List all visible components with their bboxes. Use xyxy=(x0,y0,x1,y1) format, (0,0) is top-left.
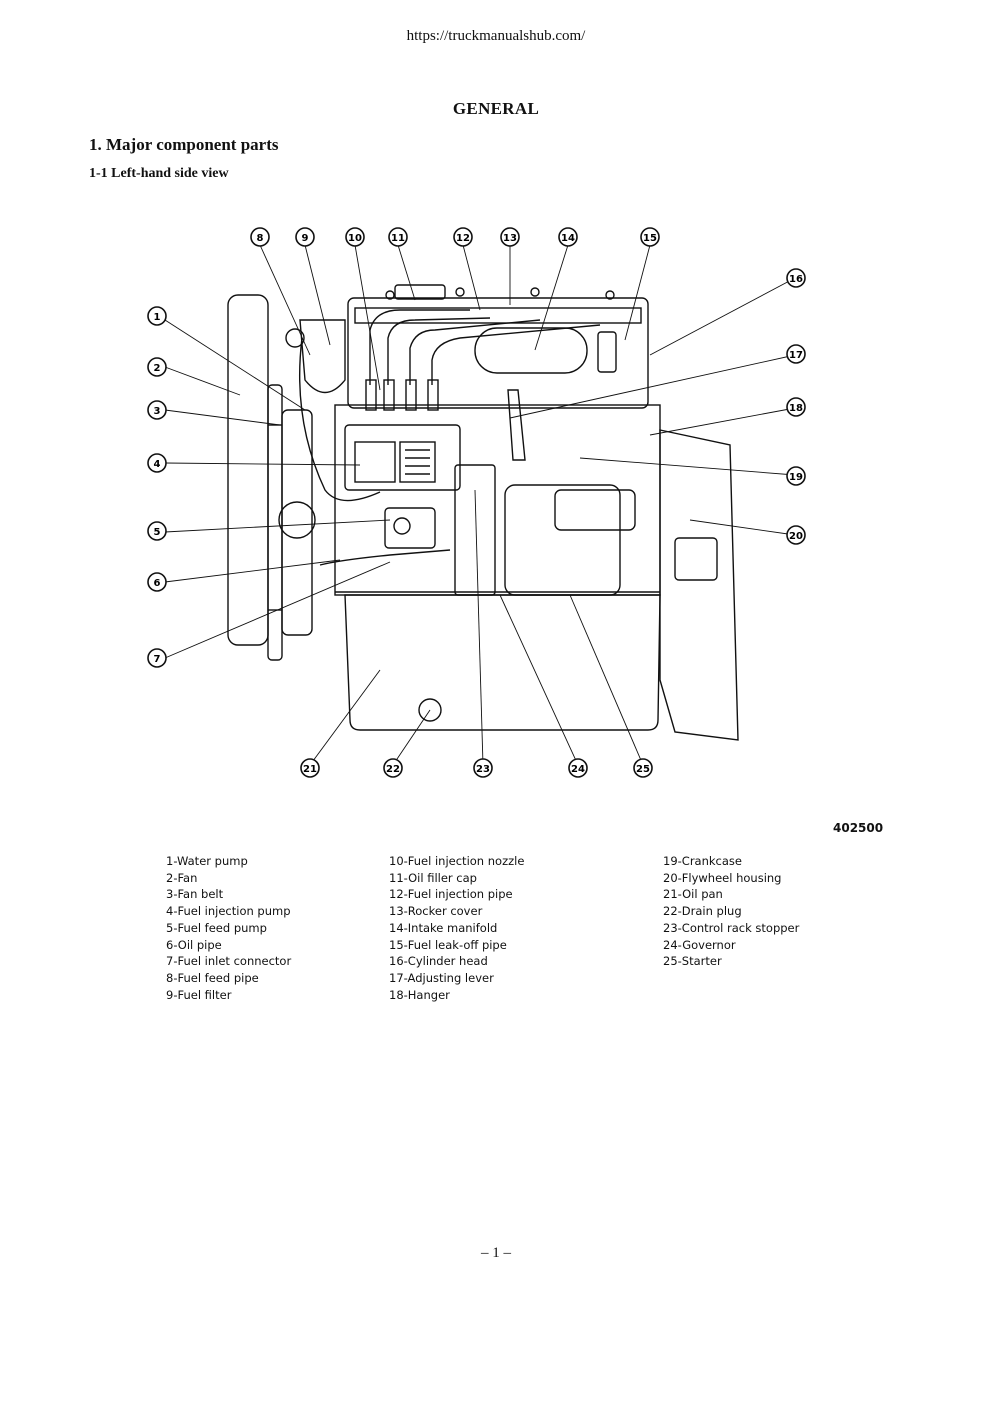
svg-text:24: 24 xyxy=(571,764,585,775)
cylinder-head-shape xyxy=(347,297,649,409)
callout-23: 23 xyxy=(473,758,493,778)
page-title: GENERAL xyxy=(452,99,540,118)
legend-item: 23-Control rack stopper xyxy=(663,920,800,935)
svg-text:25: 25 xyxy=(636,764,650,775)
svg-text:20: 20 xyxy=(789,531,803,542)
callouts: 1 2 3 4 5 6 7 8 9 10 11 12 13 14 15 16 1… xyxy=(147,227,806,778)
legend-item: 3-Fan belt xyxy=(166,887,224,902)
callout-2: 2 xyxy=(147,357,167,377)
callout-24: 24 xyxy=(568,758,588,778)
fan-shape xyxy=(227,294,269,646)
callout-17: 17 xyxy=(786,344,806,364)
legend-item: 8-Fuel feed pipe xyxy=(166,970,259,985)
legend-item: 2-Fan xyxy=(166,870,198,885)
callout-14: 14 xyxy=(558,227,578,247)
svg-text:5: 5 xyxy=(154,527,161,538)
legend-item: 1-Water pump xyxy=(166,854,248,868)
legend-item: 7-Fuel inlet connector xyxy=(166,954,292,969)
callout-22: 22 xyxy=(383,758,403,778)
legend-item: 14-Intake manifold xyxy=(389,920,498,935)
callout-4: 4 xyxy=(147,453,167,473)
legend-item: 20-Flywheel housing xyxy=(663,870,782,885)
svg-text:1: 1 xyxy=(154,312,161,323)
legend-item: 9-Fuel filter xyxy=(166,987,232,1002)
svg-text:7: 7 xyxy=(154,654,161,665)
legend-item: 17-Adjusting lever xyxy=(389,970,494,985)
callout-10: 10 xyxy=(345,227,365,247)
legend-item: 15-Fuel leak-off pipe xyxy=(389,937,507,952)
callout-3: 3 xyxy=(147,400,167,420)
flywheel-housing-shape xyxy=(659,429,739,741)
legend-item: 6-Oil pipe xyxy=(166,937,222,952)
svg-text:8: 8 xyxy=(257,233,264,244)
svg-text:9: 9 xyxy=(302,233,309,244)
svg-text:11: 11 xyxy=(391,233,405,244)
callout-5: 5 xyxy=(147,521,167,541)
callout-13: 13 xyxy=(500,227,520,247)
svg-text:10: 10 xyxy=(348,233,362,244)
svg-text:16: 16 xyxy=(789,274,803,285)
svg-text:4: 4 xyxy=(154,459,161,470)
svg-text:22: 22 xyxy=(386,764,400,775)
callout-6: 6 xyxy=(147,572,167,592)
svg-text:14: 14 xyxy=(561,233,575,244)
legend-item: 25-Starter xyxy=(663,954,722,969)
legend-column-3: 19-Crankcase 20-Flywheel housing 21-Oil … xyxy=(663,853,799,970)
legend-item: 18-Hanger xyxy=(389,987,450,1002)
callout-7: 7 xyxy=(147,648,167,668)
legend-item: 22-Drain plug xyxy=(663,904,742,919)
legend-item: 10-Fuel injection nozzle xyxy=(389,854,525,868)
callout-15: 15 xyxy=(640,227,660,247)
callout-19: 19 xyxy=(786,466,806,486)
callout-1: 1 xyxy=(147,306,167,326)
legend-item: 5-Fuel feed pump xyxy=(166,920,267,935)
callout-20: 20 xyxy=(786,525,806,545)
legend-item: 11-Oil filler cap xyxy=(389,870,477,885)
engine-diagram: 1 2 3 4 5 6 7 8 9 10 11 12 13 14 15 16 1… xyxy=(147,227,806,778)
legend-item: 13-Rocker cover xyxy=(389,904,483,919)
source-url: https://truckmanualshub.com/ xyxy=(406,28,586,44)
figure-number: 402500 xyxy=(833,821,884,835)
legend-item: 12-Fuel injection pipe xyxy=(389,887,513,902)
callout-25: 25 xyxy=(633,758,653,778)
injection-pump-shape xyxy=(344,424,461,491)
legend-item: 19-Crankcase xyxy=(663,854,742,868)
starter-shape xyxy=(504,484,621,596)
page-number: – 1 – xyxy=(481,1245,511,1261)
callout-12: 12 xyxy=(453,227,473,247)
legend-item: 21-Oil pan xyxy=(663,887,723,902)
legend-column-2: 10-Fuel injection nozzle 11-Oil filler c… xyxy=(389,853,524,1003)
legend-column-1: 1-Water pump 2-Fan 3-Fan belt 4-Fuel inj… xyxy=(166,853,291,1003)
callout-8: 8 xyxy=(250,227,270,247)
svg-text:6: 6 xyxy=(154,578,161,589)
engine-drawing xyxy=(227,284,739,741)
drain-plug-shape xyxy=(418,698,442,722)
callout-9: 9 xyxy=(295,227,315,247)
svg-text:3: 3 xyxy=(154,406,161,417)
callout-11: 11 xyxy=(388,227,408,247)
legend-item: 24-Governor xyxy=(663,937,736,952)
crankcase-shape xyxy=(334,404,661,596)
section-heading: 1. Major component parts xyxy=(89,135,279,154)
svg-text:2: 2 xyxy=(154,363,161,374)
legend-item: 4-Fuel injection pump xyxy=(166,904,291,919)
legend-item: 16-Cylinder head xyxy=(389,954,488,969)
svg-text:19: 19 xyxy=(789,472,803,483)
svg-text:17: 17 xyxy=(789,350,803,361)
svg-text:15: 15 xyxy=(643,233,657,244)
subsection-heading: 1-1 Left-hand side view xyxy=(89,166,229,181)
callout-21: 21 xyxy=(300,758,320,778)
oil-pan-shape xyxy=(344,594,661,731)
svg-text:21: 21 xyxy=(303,764,317,775)
svg-text:18: 18 xyxy=(789,403,803,414)
leader-lines xyxy=(164,244,796,766)
svg-text:13: 13 xyxy=(503,233,517,244)
callout-16: 16 xyxy=(786,268,806,288)
svg-text:23: 23 xyxy=(476,764,490,775)
svg-text:12: 12 xyxy=(456,233,470,244)
callout-18: 18 xyxy=(786,397,806,417)
intake-manifold-shape xyxy=(474,327,588,374)
